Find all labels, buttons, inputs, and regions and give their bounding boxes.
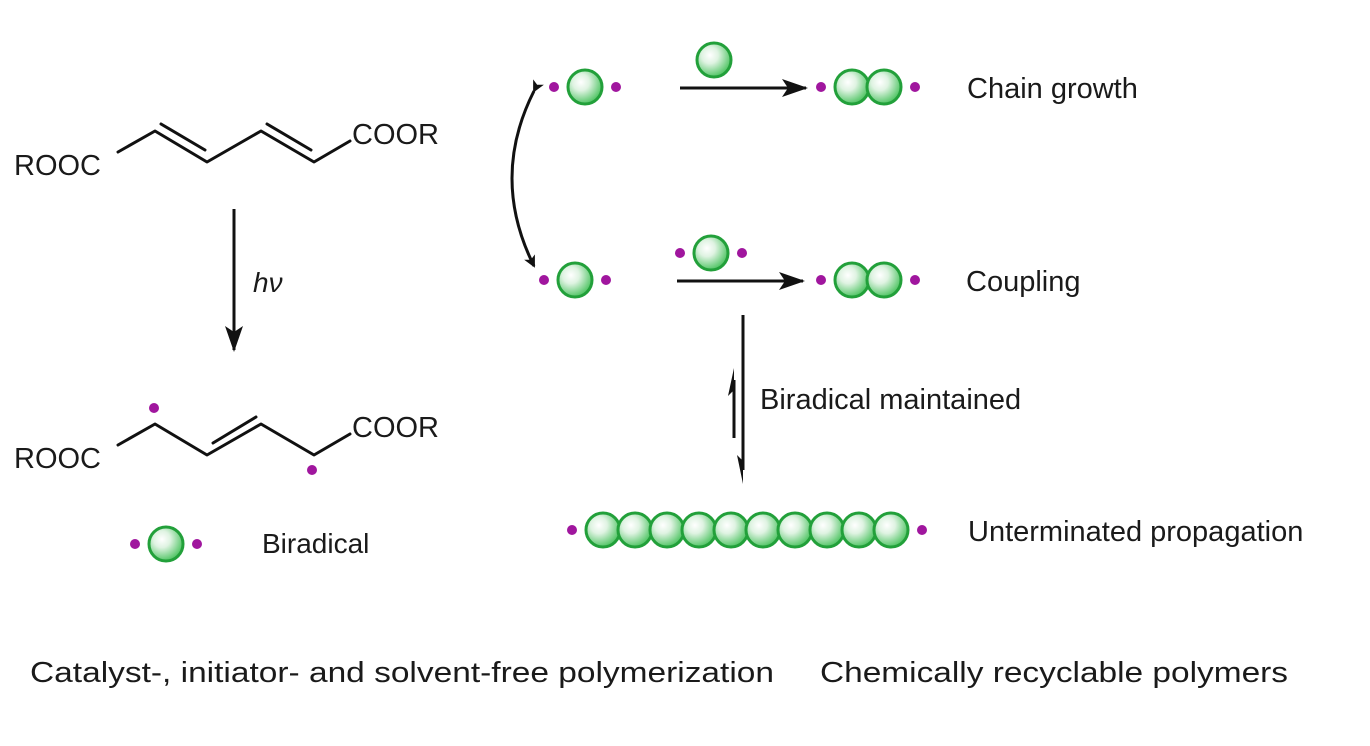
monomer-bead bbox=[692, 234, 730, 272]
monomer-reagent-bead bbox=[695, 41, 733, 79]
radical-dot bbox=[549, 82, 559, 92]
chain-growth-pathway: Chain growth bbox=[549, 41, 1138, 106]
monomer-bead bbox=[840, 511, 878, 549]
equilibrium-arrows: Biradical maintained bbox=[728, 315, 1021, 484]
biradical-double-bond bbox=[211, 415, 258, 445]
coupling-product-beads bbox=[816, 261, 920, 299]
monomer-bead bbox=[744, 511, 782, 549]
radical-dot bbox=[130, 539, 140, 549]
forward-arrow-half-head bbox=[737, 455, 743, 484]
biradical-left-group: ROOC bbox=[14, 443, 101, 475]
monomer-bead bbox=[680, 511, 718, 549]
monomer-bead bbox=[566, 68, 604, 106]
monomer-bead bbox=[695, 41, 733, 79]
radical-dot bbox=[910, 275, 920, 285]
monomer-bead bbox=[833, 261, 871, 299]
monomer-bead bbox=[616, 511, 654, 549]
coupling-label: Coupling bbox=[966, 266, 1080, 298]
radical-dot bbox=[149, 403, 159, 413]
monomer-bead bbox=[584, 511, 622, 549]
biradical-backbone-bond bbox=[116, 422, 352, 457]
monomer-double-bond-2 bbox=[265, 122, 313, 152]
radical-dot bbox=[816, 82, 826, 92]
coupling-pathway: Coupling bbox=[539, 234, 1080, 299]
radical-dot bbox=[917, 525, 927, 535]
caption-solvent-free: Catalyst-, initiator- and solvent-free p… bbox=[30, 657, 774, 689]
biradical-reagent-bead bbox=[675, 234, 747, 272]
monomer-bead bbox=[712, 511, 750, 549]
radical-dot bbox=[611, 82, 621, 92]
biradical-structure: ROOC COOR bbox=[14, 403, 439, 475]
radical-dot bbox=[192, 539, 202, 549]
monomer-bead bbox=[833, 68, 871, 106]
monomer-bead bbox=[147, 525, 185, 563]
monomer-bead bbox=[556, 261, 594, 299]
hv-label: hν bbox=[253, 267, 283, 298]
monomer-bead bbox=[865, 261, 903, 299]
propagation-chain: Unterminated propagation bbox=[567, 511, 1303, 549]
chain-growth-label: Chain growth bbox=[967, 73, 1138, 105]
radical-dot bbox=[816, 275, 826, 285]
legend-bead-group bbox=[130, 525, 202, 563]
monomer-right-group: COOR bbox=[352, 119, 439, 151]
interconversion-double-arrow bbox=[510, 79, 544, 268]
monomer-bead bbox=[808, 511, 846, 549]
chain-growth-product-beads bbox=[816, 68, 920, 106]
equilibrium-label: Biradical maintained bbox=[760, 384, 1021, 416]
radical-dot bbox=[675, 248, 685, 258]
propagation-label: Unterminated propagation bbox=[968, 516, 1303, 548]
biradical-legend: Biradical bbox=[130, 525, 369, 563]
monomer-bead bbox=[872, 511, 910, 549]
monomer-left-group: ROOC bbox=[14, 150, 101, 182]
monomer-double-bond-1 bbox=[159, 122, 207, 152]
legend-label: Biradical bbox=[262, 528, 369, 559]
radical-dot bbox=[307, 465, 317, 475]
monomer-backbone-bond bbox=[116, 129, 352, 164]
photoexcitation-arrow: hν bbox=[225, 209, 283, 352]
biradical-right-group: COOR bbox=[352, 412, 439, 444]
monomer-structure: ROOC COOR bbox=[14, 119, 439, 182]
radical-dot bbox=[737, 248, 747, 258]
polymer-chain-beads bbox=[567, 511, 927, 549]
radical-dot bbox=[539, 275, 549, 285]
radical-dot bbox=[910, 82, 920, 92]
monomer-bead bbox=[776, 511, 814, 549]
reactant-biradical-bead bbox=[549, 68, 621, 106]
monomer-bead bbox=[865, 68, 903, 106]
monomer-bead bbox=[648, 511, 686, 549]
reactant-biradical-bead bbox=[539, 261, 611, 299]
caption-recyclable: Chemically recyclable polymers bbox=[820, 657, 1288, 689]
radical-dot bbox=[601, 275, 611, 285]
reverse-arrow-half-head bbox=[728, 368, 734, 396]
radical-dot bbox=[567, 525, 577, 535]
